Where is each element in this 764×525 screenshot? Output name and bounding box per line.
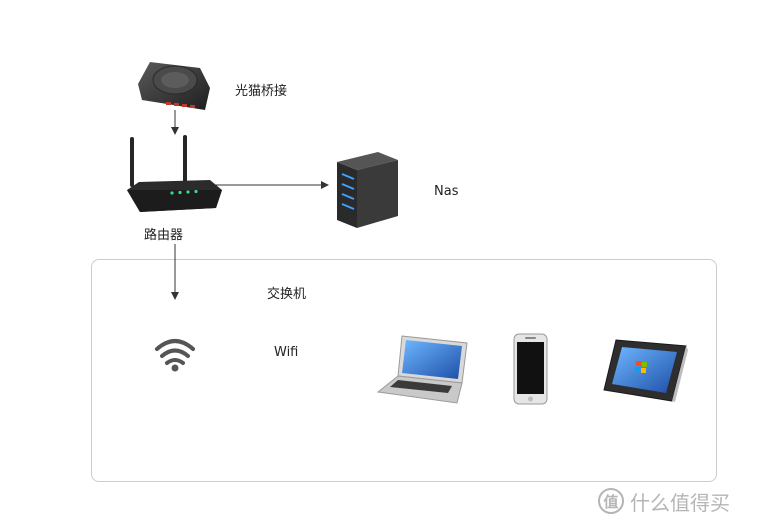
switch-group-box bbox=[91, 259, 717, 482]
router-icon bbox=[127, 135, 222, 212]
watermark-logo: 值 什么值得买 bbox=[598, 486, 730, 516]
tablet-icon bbox=[603, 339, 688, 402]
wifi-icon bbox=[155, 339, 195, 365]
laptop-icon bbox=[376, 335, 468, 404]
wifi-icon-dot bbox=[171, 364, 179, 372]
router-label: 路由器 bbox=[144, 228, 184, 243]
smartphone-icon bbox=[513, 333, 548, 405]
nas-label: Nas bbox=[434, 184, 459, 199]
watermark-badge: 值 bbox=[598, 488, 624, 514]
modem-icon bbox=[138, 62, 210, 110]
nas-server-icon bbox=[337, 152, 398, 228]
wifi-label: Wifi bbox=[274, 345, 299, 360]
modem-label: 光猫桥接 bbox=[235, 84, 288, 99]
watermark-text: 什么值得买 bbox=[630, 490, 730, 515]
switch-label: 交换机 bbox=[267, 287, 307, 302]
